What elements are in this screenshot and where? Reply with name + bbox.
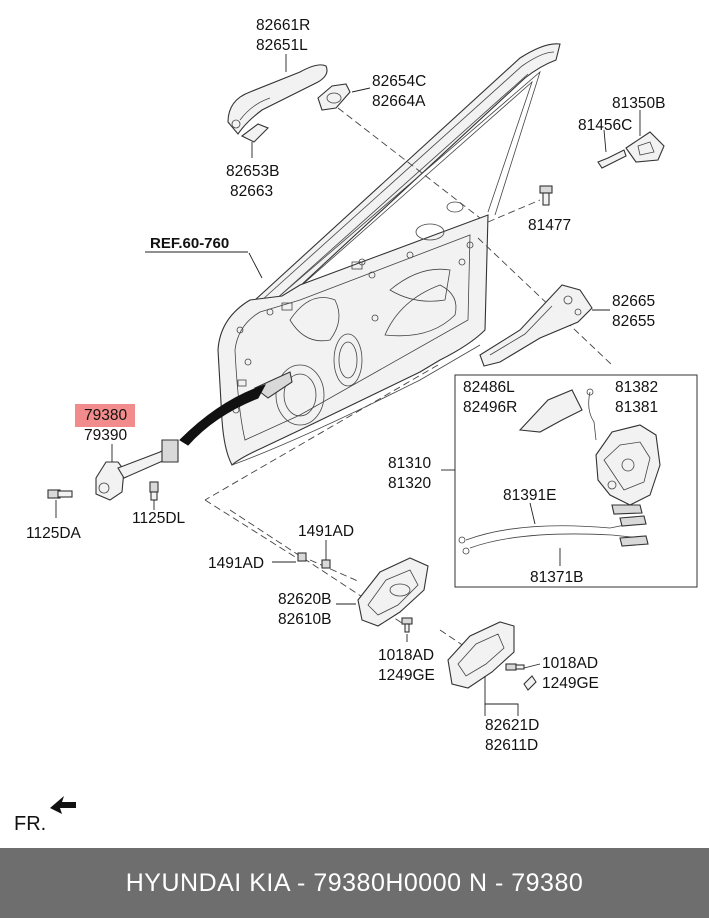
door-inner-panel	[217, 43, 561, 466]
part-number-text: HYUNDAI KIA - 79380H0000 N - 79380	[125, 868, 584, 897]
handle-gasket: 82654C 82664A	[317, 73, 426, 111]
inside-handle-housing: 82620B 82610B	[278, 557, 429, 628]
reference-callout: REF.60-760	[145, 235, 248, 253]
label-81391E: 81391E	[503, 487, 556, 504]
label-81381: 81381	[615, 399, 658, 416]
latch-assembly-box: 81310 81320 82486L 82496R 81382 81381 81…	[388, 374, 698, 588]
label-81371B: 81371B	[530, 569, 583, 586]
label-1018AD-right: 1018AD	[542, 655, 598, 672]
front-arrow-icon	[50, 796, 76, 814]
screw-1018AD-left: 1018AD 1249GE	[378, 617, 435, 684]
label-1125DA: 1125DA	[26, 525, 82, 542]
label-81456C: 81456C	[578, 117, 632, 134]
label-81310: 81310	[388, 455, 431, 472]
label-1249GE-right: 1249GE	[542, 675, 599, 692]
label-82620B: 82620B	[278, 591, 331, 608]
label-79390: 79390	[84, 427, 127, 444]
label-82610B: 82610B	[278, 611, 331, 628]
front-direction-indicator: FR.	[14, 796, 76, 835]
label-82661R: 82661R	[256, 17, 310, 34]
label-1249GE-left: 1249GE	[378, 667, 435, 684]
front-label: FR.	[14, 813, 46, 835]
label-1491AD-top: 1491AD	[298, 523, 354, 540]
outside-handle-bracket: 82665 82655	[479, 284, 655, 367]
clips-1491AD: 1491AD 1491AD	[208, 523, 354, 572]
label-82665: 82665	[612, 293, 655, 310]
part-highlight	[75, 404, 135, 427]
reference-label: REF.60-760	[150, 235, 229, 252]
leader-lines	[179, 107, 613, 651]
bolt-1125DA: 1125DA	[26, 489, 82, 542]
label-82621D: 82621D	[485, 717, 539, 734]
label-82486L: 82486L	[463, 379, 515, 396]
bolt-1125DL: 1125DL	[132, 481, 186, 527]
label-1491AD-left: 1491AD	[208, 555, 264, 572]
label-82496R: 82496R	[463, 399, 517, 416]
label-82655: 82655	[612, 313, 655, 330]
label-81382: 81382	[615, 379, 658, 396]
label-79380: 79380	[84, 407, 127, 424]
door-checker: 79380 79390	[75, 404, 179, 501]
outside-handle: 82661R 82651L	[227, 17, 328, 135]
label-1018AD-left: 1018AD	[378, 647, 434, 664]
screw-81477: 81477	[528, 185, 571, 234]
label-82611D: 82611D	[485, 737, 538, 754]
parts-diagram: 82661R 82651L 82654C 82664A 82653B 82663…	[14, 17, 698, 835]
striker-assembly: 81350B 81456C	[578, 95, 665, 169]
label-81320: 81320	[388, 475, 431, 492]
label-82663: 82663	[230, 183, 273, 200]
part-number-footer: HYUNDAI KIA - 79380H0000 N - 79380	[0, 848, 709, 918]
screw-1018AD-right: 1018AD 1249GE	[505, 655, 599, 692]
inside-door-handle: 82621D 82611D	[447, 621, 539, 754]
label-1125DL: 1125DL	[132, 510, 186, 527]
label-82651L: 82651L	[256, 37, 308, 54]
label-81350B: 81350B	[612, 95, 665, 112]
handle-cover: 82653B 82663	[226, 123, 279, 200]
label-82654C: 82654C	[372, 73, 426, 90]
label-82653B: 82653B	[226, 163, 279, 180]
label-81477: 81477	[528, 217, 571, 234]
label-82664A: 82664A	[372, 93, 426, 110]
